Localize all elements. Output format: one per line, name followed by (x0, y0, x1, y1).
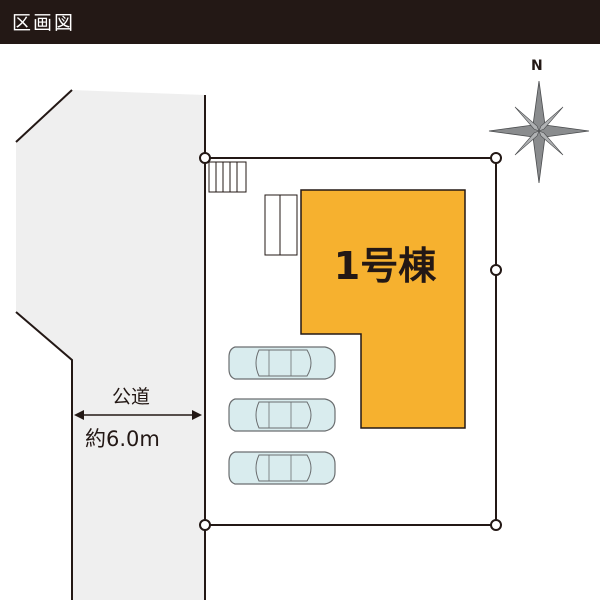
header-title: 区画図 (12, 12, 76, 34)
compass-north-label: N (531, 58, 543, 74)
dimension-arrow-left (74, 410, 84, 420)
boundary-marker (490, 264, 502, 276)
dimension-arrow-right (192, 410, 202, 420)
parking-car (228, 451, 336, 485)
road-width-label: 約6.0m (85, 427, 160, 451)
road-edge-left (15, 89, 73, 143)
annex-structure (264, 194, 298, 256)
boundary-marker (490, 152, 502, 164)
parking-car (228, 398, 336, 432)
road-area (16, 90, 205, 600)
boundary-marker (199, 519, 211, 531)
boundary-marker (490, 519, 502, 531)
entrance-steps (208, 161, 247, 193)
parking-car (228, 346, 336, 380)
lot-boundary (204, 157, 497, 526)
road-edge-left-lower (15, 311, 73, 600)
building-label: 1号棟 (334, 244, 437, 288)
road-name-label: 公道 (112, 386, 151, 408)
boundary-marker (199, 152, 211, 164)
header-bar: 区画図 (0, 0, 600, 44)
building-1 (300, 189, 466, 429)
compass-rose-icon (488, 80, 590, 184)
